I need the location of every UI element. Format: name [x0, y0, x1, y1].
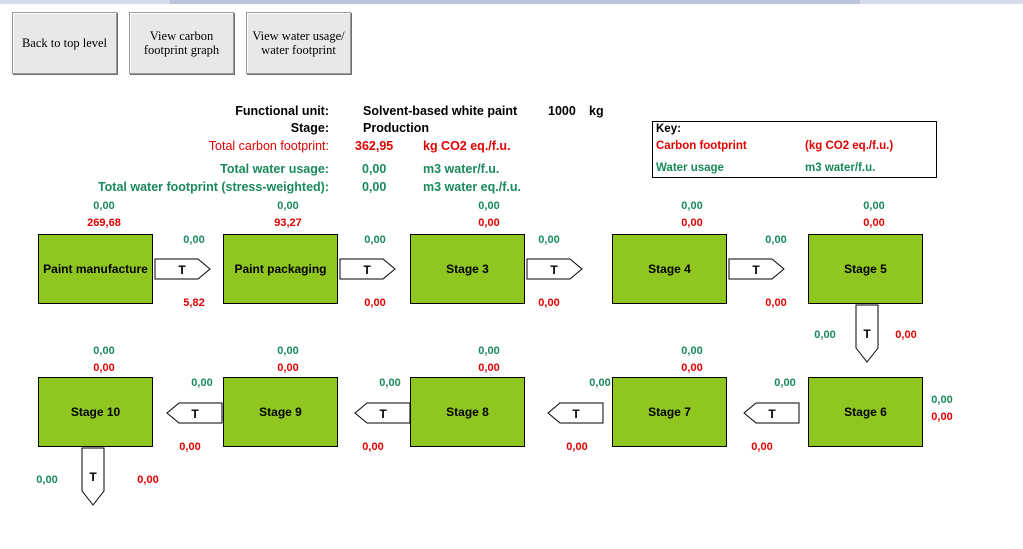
transport-carbon-value: 0,00	[765, 297, 787, 309]
total-carbon-label: Total carbon footprint:	[208, 139, 329, 153]
transport-carbon-value: 0,00	[179, 441, 201, 453]
key-water-label: Water usage	[656, 162, 724, 174]
transport-label: T	[89, 470, 97, 484]
total-water-value: 0,00	[362, 162, 387, 176]
view-carbon-graph-button[interactable]: View carbon footprint graph	[129, 12, 234, 74]
stage-box[interactable]: Stage 5	[808, 234, 923, 304]
stage-value: Production	[363, 121, 429, 135]
transport-arrow-down-icon[interactable]: T	[854, 304, 880, 364]
window-top-bar	[0, 0, 1023, 4]
stage-water-value: 0,00	[931, 394, 953, 406]
stage-box[interactable]: Paint packaging	[223, 234, 338, 304]
stage-box[interactable]: Stage 9	[223, 377, 338, 447]
stage-water-value: 0,00	[681, 345, 703, 357]
transport-carbon-value: 0,00	[751, 441, 773, 453]
transport-carbon-value: 0,00	[566, 441, 588, 453]
stage-water-value: 0,00	[93, 200, 115, 212]
stage-carbon-value: 0,00	[93, 362, 115, 374]
transport-water-value: 0,00	[36, 474, 58, 486]
transport-label: T	[191, 407, 199, 421]
key-carbon-label: Carbon footprint	[656, 140, 747, 152]
stage-box[interactable]: Paint manufacture	[38, 234, 153, 304]
top-bar-segment	[170, 0, 860, 4]
stage-water-value: 0,00	[277, 200, 299, 212]
stage-water-value: 0,00	[277, 345, 299, 357]
stage-water-value: 0,00	[478, 345, 500, 357]
functional-unit-label: Functional unit:	[235, 104, 329, 118]
stage-carbon-value: 0,00	[681, 362, 703, 374]
key-carbon-unit: (kg CO2 eq./f.u.)	[805, 140, 894, 152]
transport-carbon-value: 5,82	[183, 297, 205, 309]
transport-water-value: 0,00	[364, 234, 386, 246]
transport-label: T	[863, 327, 871, 341]
transport-arrow-icon[interactable]: T	[353, 402, 411, 424]
stage-box[interactable]: Stage 6	[808, 377, 923, 447]
functional-unit-value: Solvent-based white paint	[363, 104, 518, 118]
transport-water-value: 0,00	[814, 329, 836, 341]
stage-box[interactable]: Stage 10	[38, 377, 153, 447]
transport-label: T	[768, 407, 776, 421]
transport-water-value: 0,00	[379, 377, 401, 389]
back-to-top-level-button[interactable]: Back to top level	[12, 12, 117, 74]
stage-label: Stage:	[290, 121, 329, 135]
view-water-footprint-button[interactable]: View water usage/ water footprint	[246, 12, 351, 74]
transport-carbon-value: 0,00	[362, 441, 384, 453]
transport-carbon-value: 0,00	[538, 297, 560, 309]
transport-water-value: 0,00	[765, 234, 787, 246]
stage-carbon-value: 269,68	[87, 217, 121, 229]
total-carbon-value: 362,95	[355, 139, 394, 153]
transport-label: T	[363, 263, 371, 277]
stage-carbon-value: 0,00	[478, 217, 500, 229]
transport-arrow-icon[interactable]: T	[742, 402, 800, 424]
stage-water-value: 0,00	[863, 200, 885, 212]
total-water-unit: m3 water/f.u.	[423, 162, 500, 176]
transport-label: T	[752, 263, 760, 277]
transport-carbon-value: 0,00	[137, 474, 159, 486]
transport-water-value: 0,00	[538, 234, 560, 246]
stage-water-value: 0,00	[478, 200, 500, 212]
total-carbon-unit: kg CO2 eq./f.u.	[423, 139, 511, 153]
transport-arrow-icon[interactable]: T	[165, 402, 223, 424]
transport-carbon-value: 0,00	[895, 329, 917, 341]
transport-carbon-value: 0,00	[364, 297, 386, 309]
stage-water-value: 0,00	[681, 200, 703, 212]
functional-unit-qty: 1000	[548, 104, 576, 118]
transport-arrow-down-icon[interactable]: T	[80, 447, 106, 507]
transport-arrow-icon[interactable]: T	[526, 258, 584, 280]
transport-label: T	[178, 263, 186, 277]
transport-water-value: 0,00	[774, 377, 796, 389]
stage-carbon-value: 93,27	[274, 217, 302, 229]
stage-box[interactable]: Stage 3	[410, 234, 525, 304]
stage-box[interactable]: Stage 4	[612, 234, 727, 304]
stage-carbon-value: 0,00	[277, 362, 299, 374]
transport-label: T	[550, 263, 558, 277]
key-water-unit: m3 water/f.u.	[805, 162, 876, 174]
transport-water-value: 0,00	[183, 234, 205, 246]
transport-arrow-icon[interactable]: T	[546, 402, 604, 424]
stage-box[interactable]: Stage 8	[410, 377, 525, 447]
transport-arrow-icon[interactable]: T	[728, 258, 786, 280]
total-water-footprint-label: Total water footprint (stress-weighted):	[97, 180, 329, 194]
key-title: Key:	[656, 123, 681, 135]
stage-water-value: 0,00	[93, 345, 115, 357]
transport-water-value: 0,00	[589, 377, 611, 389]
total-water-footprint-value: 0,00	[362, 180, 387, 194]
transport-arrow-icon[interactable]: T	[154, 258, 212, 280]
stage-carbon-value: 0,00	[931, 411, 953, 423]
stage-carbon-value: 0,00	[478, 362, 500, 374]
stage-carbon-value: 0,00	[863, 217, 885, 229]
transport-water-value: 0,00	[191, 377, 213, 389]
total-water-label: Total water usage:	[220, 162, 329, 176]
total-water-footprint-unit: m3 water eq./f.u.	[423, 180, 521, 194]
transport-label: T	[572, 407, 580, 421]
transport-label: T	[379, 407, 387, 421]
functional-unit-unit: kg	[589, 104, 604, 118]
transport-arrow-icon[interactable]: T	[339, 258, 397, 280]
stage-carbon-value: 0,00	[681, 217, 703, 229]
stage-box[interactable]: Stage 7	[612, 377, 727, 447]
legend-key: Key: Carbon footprint (kg CO2 eq./f.u.) …	[652, 121, 937, 178]
